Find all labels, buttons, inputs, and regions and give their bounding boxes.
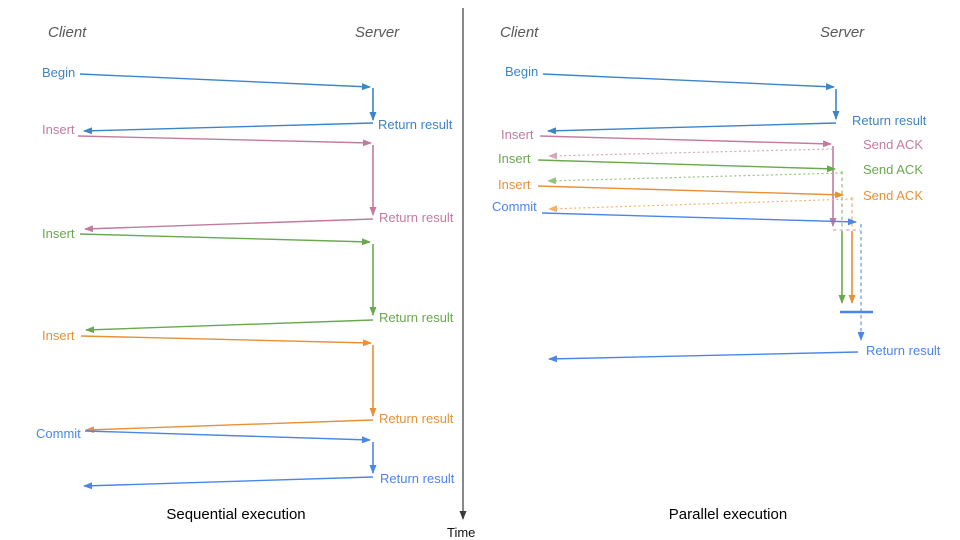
par-insert1-ack-label: Send ACK (863, 137, 923, 152)
par-begin-request-arrow (542, 73, 835, 91)
seq-insert2-request-arrow (79, 233, 371, 246)
par-insert3-ack-arrow (548, 198, 853, 213)
seq-insert3-label: Insert (42, 328, 75, 343)
par-insert3-ack-label: Send ACK (863, 188, 923, 203)
sequential-panel: Client Server Begin Return result Insert… (36, 24, 455, 523)
par-insert2-ack-label: Send ACK (863, 162, 923, 177)
seq-commit-result-label: Return result (380, 471, 455, 486)
seq-insert3-return-arrow (85, 419, 374, 434)
par-begin-label: Begin (505, 64, 538, 79)
par-begin-return-arrow (547, 122, 837, 135)
seq-begin-label: Begin (42, 65, 75, 80)
seq-insert2-result-label: Return result (379, 310, 454, 325)
par-commit-label: Commit (492, 199, 537, 214)
seq-server-heading: Server (355, 24, 400, 41)
par-begin-result-label: Return result (852, 113, 927, 128)
par-insert2-ack-arrow (547, 172, 843, 185)
time-axis-label: Time (447, 525, 475, 540)
seq-begin-return-arrow (83, 122, 374, 135)
seq-insert2-return-arrow (85, 319, 374, 334)
seq-insert1-label: Insert (42, 122, 75, 137)
seq-client-heading: Client (48, 24, 87, 41)
par-insert1-ack-arrow (548, 148, 834, 160)
par-insert2-label: Insert (498, 151, 531, 166)
seq-commit-request-arrow (84, 430, 371, 444)
par-insert3-label: Insert (498, 177, 531, 192)
par-insert3-request-arrow (537, 185, 844, 199)
par-client-heading: Client (500, 24, 539, 41)
seq-begin-request-arrow (79, 73, 371, 91)
seq-begin-result-label: Return result (378, 117, 453, 132)
par-commit-result-label: Return result (866, 343, 941, 358)
seq-insert3-result-label: Return result (379, 411, 454, 426)
seq-commit-return-arrow (83, 476, 374, 490)
par-insert2-request-arrow (537, 159, 836, 173)
seq-insert2-label: Insert (42, 226, 75, 241)
sequential-title: Sequential execution (166, 506, 305, 523)
seq-insert1-result-label: Return result (379, 210, 454, 225)
seq-insert3-request-arrow (80, 335, 372, 347)
parallel-title: Parallel execution (669, 506, 787, 523)
par-server-heading: Server (820, 24, 865, 41)
par-insert1-request-arrow (539, 135, 832, 148)
seq-insert1-return-arrow (84, 218, 374, 233)
seq-commit-label: Commit (36, 426, 81, 441)
par-insert1-label: Insert (501, 127, 534, 142)
par-commit-request-arrow (541, 212, 857, 226)
par-commit-return-arrow (548, 351, 859, 363)
time-axis: Time (447, 8, 475, 540)
parallel-panel: Client Server Begin Return result Insert… (492, 24, 941, 523)
seq-insert1-request-arrow (77, 135, 372, 147)
